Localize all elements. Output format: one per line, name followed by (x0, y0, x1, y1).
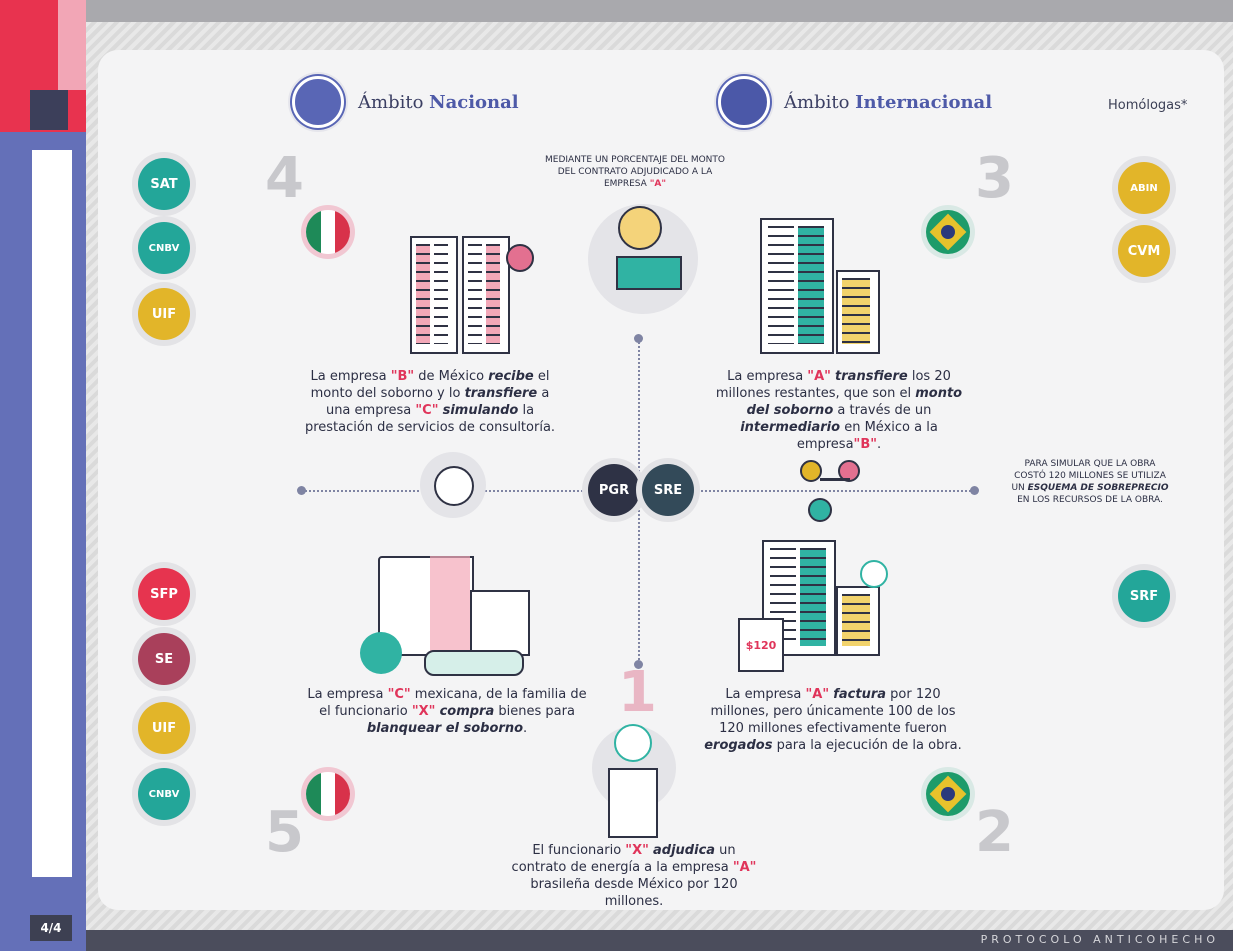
building-windows (486, 244, 500, 344)
world-globe-icon (714, 72, 774, 132)
bottom-bar (86, 930, 1233, 951)
header-nacional: Ámbito Nacional (288, 72, 519, 132)
caption-step-4: La empresa "B" de México recibe el monto… (304, 369, 556, 435)
top-bar (86, 0, 1233, 22)
building-windows (434, 244, 448, 344)
caption-step-3: La empresa "A" transfiere los 20 millone… (715, 369, 963, 452)
note-right: Para simular que la obra costó 120 millo… (1011, 459, 1169, 505)
coin-icon (800, 460, 822, 482)
connector-end (634, 660, 643, 669)
invoice-icon: $120 (738, 618, 784, 672)
headset-money-icon (434, 466, 474, 506)
coin-icon (808, 498, 832, 522)
badge-srf: SRF (1118, 570, 1170, 622)
building-windows (468, 244, 482, 344)
step-number-4: 4 (265, 146, 304, 211)
building-windows (768, 226, 794, 344)
badge-sat: SAT (138, 158, 190, 210)
contract-icon (608, 768, 658, 838)
step-number-3: 3 (975, 146, 1014, 211)
mexico-flag-icon (306, 210, 350, 254)
step-number-2: 2 (975, 800, 1014, 865)
building-windows (800, 548, 826, 646)
badge-cnbv: CNBV (138, 222, 190, 274)
car-icon (424, 650, 524, 676)
step-number-5: 5 (265, 800, 304, 865)
building-windows (842, 594, 870, 646)
badge-sre: SRE (642, 464, 694, 516)
official-avatar-icon (614, 724, 652, 762)
sidebar-dark-block (30, 90, 68, 130)
badge-cvm: CVM (1118, 225, 1170, 277)
money-bill-icon (616, 256, 682, 290)
building-windows (416, 244, 430, 344)
caption-step-5: La empresa "C" mexicana, de la familia d… (307, 687, 587, 736)
header-internacional: Ámbito Internacional (714, 72, 992, 132)
sidebar-scroll-track[interactable] (32, 150, 72, 877)
badge-uif-2: UIF (138, 702, 190, 754)
official-avatar-icon (618, 206, 662, 250)
coin-icon (506, 244, 534, 272)
badge-uif: UIF (138, 288, 190, 340)
building-windows (842, 278, 870, 344)
building-c-accent (430, 556, 470, 652)
brazil-flag-icon (926, 772, 970, 816)
header-nacional-label: Ámbito Nacional (358, 91, 519, 113)
page-indicator[interactable]: 4/4 (30, 915, 72, 941)
mexico-flag-icon (306, 772, 350, 816)
caption-step-2: La empresa "A" factura por 120 millones,… (704, 687, 962, 753)
badge-sfp: SFP (138, 568, 190, 620)
coin-icon (838, 460, 860, 482)
vertical-connector (638, 338, 640, 664)
header-internacional-label: Ámbito Internacional (784, 91, 993, 113)
person-icon (360, 632, 402, 674)
step-number-1: 1 (618, 660, 657, 725)
sidebar: 4/4 (0, 0, 86, 951)
building-c2-icon (470, 590, 530, 656)
connector-end (634, 334, 643, 343)
americas-globe-icon (288, 72, 348, 132)
crane-icon (820, 478, 850, 481)
caption-step-1: El funcionario "X" adjudica un contrato … (511, 843, 757, 909)
badge-pgr: PGR (588, 464, 640, 516)
sidebar-pink-block (58, 0, 86, 90)
badge-se: SE (138, 633, 190, 685)
building-windows (798, 226, 824, 344)
badge-abin: ABIN (1118, 162, 1170, 214)
chart-icon (860, 560, 888, 588)
connector-end (297, 486, 306, 495)
footer-title: PROTOCOLO ANTICOHECHO (980, 933, 1219, 946)
brazil-flag-icon (926, 210, 970, 254)
note-top: Mediante un porcentaje del monto del con… (545, 155, 725, 189)
homologas-label: Homólogas* (1108, 98, 1188, 113)
badge-cnbv-2: CNBV (138, 768, 190, 820)
connector-end (970, 486, 979, 495)
